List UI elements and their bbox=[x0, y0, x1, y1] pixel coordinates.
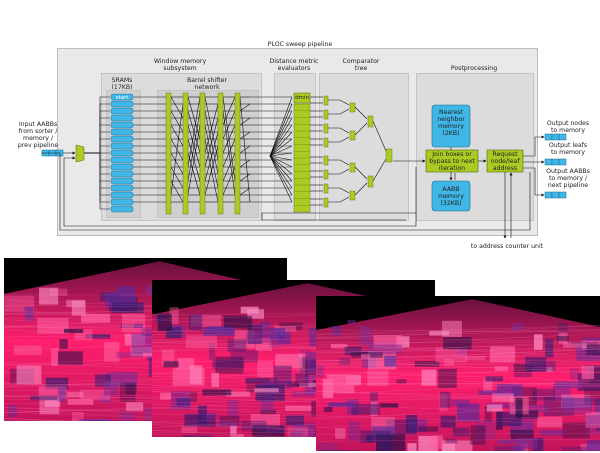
srams-label: SRAMs (17KB) bbox=[111, 77, 133, 91]
comparator-l3 bbox=[367, 115, 374, 128]
barrel-shifter-stage bbox=[234, 92, 241, 215]
comparator-l1 bbox=[323, 183, 329, 194]
comparator-l1 bbox=[323, 155, 329, 166]
sram-bank bbox=[110, 107, 134, 115]
sram-bank bbox=[110, 142, 134, 150]
output-nodes-label: Output nodes to memory bbox=[546, 120, 590, 134]
comparator-l1 bbox=[323, 197, 329, 208]
nearest-memory-label: Nearest neighbor memory (2KB) bbox=[437, 109, 465, 137]
barrel-shifter-stage bbox=[165, 92, 172, 215]
barrel-shifter-stage bbox=[182, 92, 189, 215]
input-mux bbox=[75, 144, 85, 163]
aabb-memory bbox=[431, 180, 471, 212]
input-label: Input AABBs from sorter / memory / prev … bbox=[17, 121, 59, 149]
address-counter-label: to address counter unit bbox=[470, 243, 544, 250]
comparator-l1 bbox=[323, 137, 329, 148]
pipeline-title: PLOC sweep pipeline bbox=[267, 41, 333, 48]
comparator-l2 bbox=[349, 130, 356, 141]
comparator-l2 bbox=[349, 162, 356, 173]
comparator-panel bbox=[319, 73, 409, 221]
comparator-l1 bbox=[323, 95, 329, 106]
comparator-l1 bbox=[323, 123, 329, 134]
sram-bank bbox=[110, 149, 134, 157]
output-aabbs-label: Output AABBs to memory / next pipeline bbox=[546, 168, 590, 189]
distance-title: Distance metric evaluators bbox=[269, 58, 319, 72]
sram-bank bbox=[110, 198, 134, 206]
output-queues bbox=[544, 133, 567, 199]
sram-bank bbox=[110, 135, 134, 143]
sram-bank bbox=[110, 170, 134, 178]
postprocessing-title: Postprocessing bbox=[450, 65, 498, 72]
comparator-l2 bbox=[349, 102, 356, 113]
pipeline-diagram bbox=[41, 92, 567, 239]
barrel-shifter-stage bbox=[217, 92, 224, 215]
sram-bank bbox=[110, 93, 134, 101]
sram-bank bbox=[110, 205, 134, 213]
comparator-title: Comparator tree bbox=[342, 58, 380, 72]
aabb-memory-label: AABB memory (32KB) bbox=[438, 186, 464, 207]
sram-bank bbox=[110, 191, 134, 199]
dmin-block bbox=[293, 92, 311, 104]
join-label: Join boxes or bypass to next iteration bbox=[429, 151, 475, 172]
comparator-l1 bbox=[323, 109, 329, 120]
sram-bank bbox=[110, 128, 134, 136]
start-label: start bbox=[115, 95, 129, 101]
comparator-l3 bbox=[367, 175, 374, 188]
barrel-shifter-stage bbox=[199, 92, 206, 215]
scene-render-image bbox=[316, 296, 600, 451]
sram-bank bbox=[110, 121, 134, 129]
comparator-l1 bbox=[323, 169, 329, 180]
sram-bank bbox=[110, 177, 134, 185]
output-leafs-label: Output leafs to memory bbox=[548, 142, 588, 156]
comparator-l2 bbox=[349, 190, 356, 201]
sram-bank bbox=[110, 156, 134, 164]
window-memory-title: Window memory subsystem bbox=[153, 58, 207, 72]
sram-bank bbox=[110, 100, 134, 108]
render-image-3 bbox=[316, 296, 600, 451]
comparator-root bbox=[385, 148, 393, 163]
sram-bank bbox=[110, 163, 134, 171]
sram-bank bbox=[110, 184, 134, 192]
dmin-label: dmin bbox=[295, 95, 309, 101]
barrel-label: Barrel shifter network bbox=[186, 77, 228, 91]
request-label: Request node/leaf address bbox=[490, 151, 520, 172]
sram-bank bbox=[110, 114, 134, 122]
